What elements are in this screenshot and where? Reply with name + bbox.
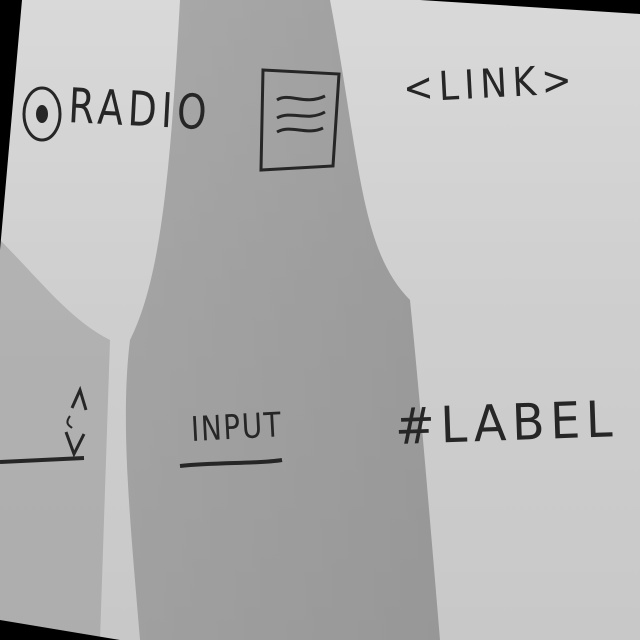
text-area-icon[interactable] (255, 62, 350, 177)
radio-circle-icon (22, 86, 62, 142)
link[interactable]: <LINK> (402, 56, 579, 112)
label-text: #LABEL (394, 390, 620, 456)
input-underline (179, 458, 283, 468)
up-down-chevron-icon[interactable] (0, 380, 100, 475)
input-field[interactable] (178, 400, 288, 475)
radio-label: RADIO (67, 78, 213, 142)
radio-button[interactable] (20, 70, 210, 150)
input-label: INPUT (190, 405, 284, 450)
